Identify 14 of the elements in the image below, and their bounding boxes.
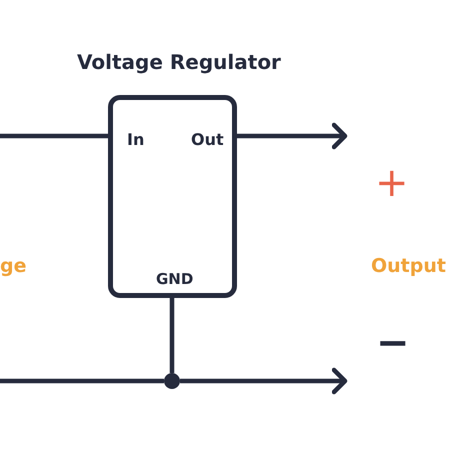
title: Voltage Regulator [77,50,281,74]
pin-label: Out [191,130,224,149]
arrow [237,122,348,150]
wire [0,378,164,384]
pin-label: In [127,130,144,149]
plus-sign: + [375,160,409,206]
wire [170,298,174,373]
pin-label: GND [156,270,194,288]
junction-dot [164,373,180,389]
wire [0,134,108,138]
arrow [180,368,348,394]
label-text: Output [371,255,446,277]
label-text: ge [0,255,26,277]
minus-sign: − [376,320,410,366]
